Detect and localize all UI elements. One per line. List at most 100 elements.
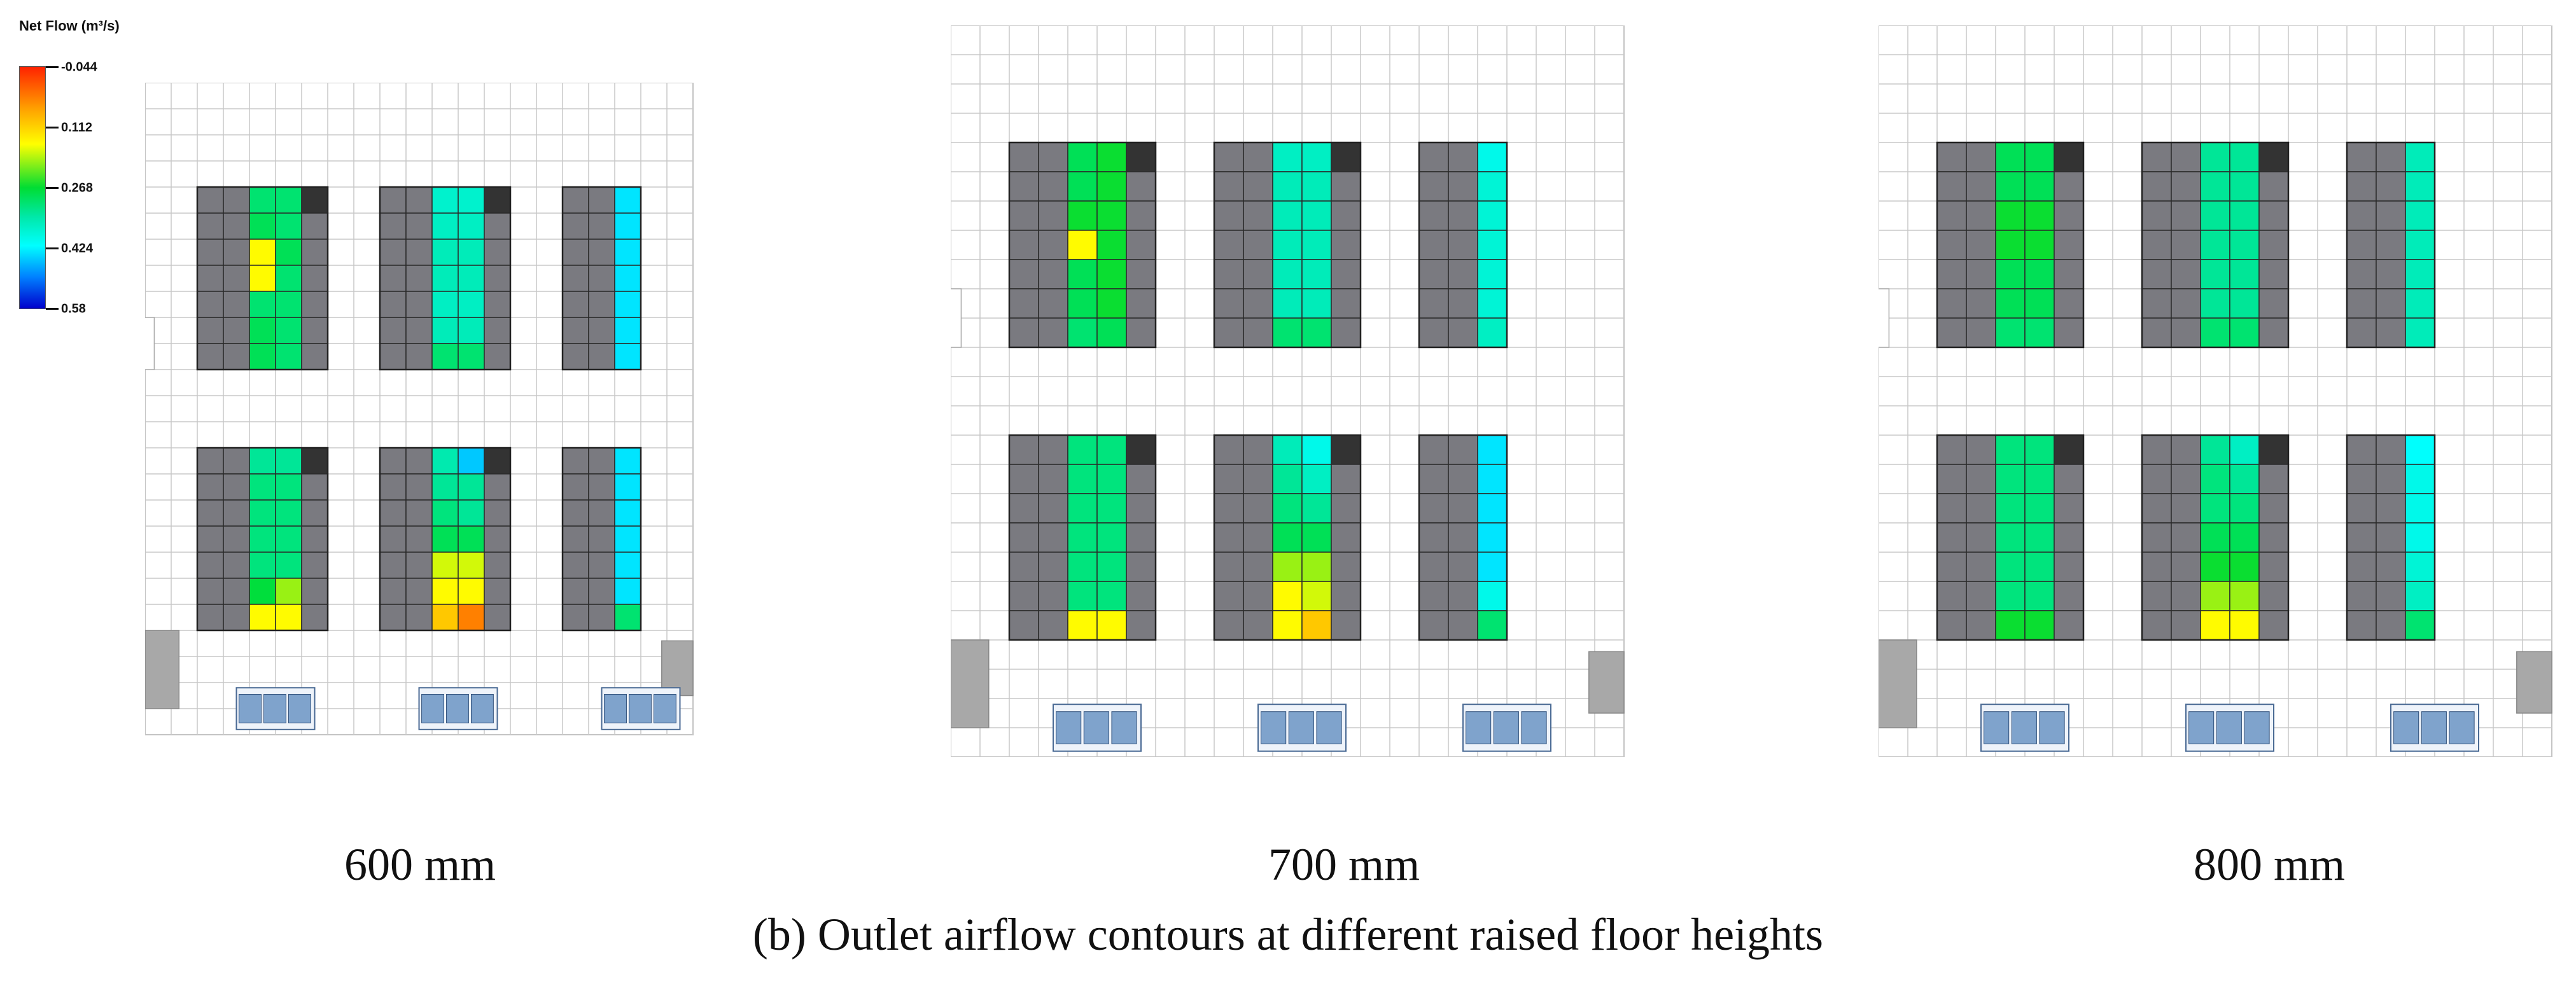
outlet-cell	[1067, 142, 1098, 172]
outlet-cell	[2200, 581, 2230, 611]
rack-cell	[2346, 230, 2377, 260]
outlet-cell	[2229, 259, 2260, 289]
rack-cell	[1126, 522, 1156, 553]
rack-cell	[301, 473, 328, 501]
wall-notch	[1879, 288, 1890, 348]
rack-outline	[1418, 141, 1508, 349]
rack-cell	[2346, 493, 2377, 524]
rack-cell	[405, 604, 433, 631]
rack-cell	[1126, 288, 1156, 319]
outlet-cell	[1096, 317, 1127, 348]
outlet-cell	[431, 604, 459, 631]
vent-slot	[1521, 711, 1547, 744]
outlet-cell	[1067, 610, 1098, 641]
rack-cell	[1936, 493, 1967, 524]
rack-cell	[1038, 171, 1068, 202]
outlet-cell	[275, 186, 302, 214]
rack-cell	[1418, 200, 1449, 231]
outlet-cell	[1995, 171, 2026, 202]
perforated-tile-1	[1980, 704, 2069, 752]
rack-cell	[405, 186, 433, 214]
rack-cell	[1214, 317, 1244, 348]
rack-cell	[2054, 434, 2084, 465]
rack-cell	[1418, 522, 1449, 553]
rack-cell	[562, 552, 589, 579]
outlet-cell	[1096, 171, 1127, 202]
rack-cell	[405, 239, 433, 266]
outlet-cell	[2405, 142, 2435, 172]
rack-cell	[1448, 317, 1478, 348]
rack-cell	[562, 212, 589, 240]
rack-cell	[2258, 230, 2289, 260]
rack-outline	[1008, 141, 1157, 349]
outlet-cell	[614, 291, 641, 318]
rack-outline	[561, 447, 642, 632]
rack-cell	[1936, 200, 1967, 231]
rack-cell	[223, 239, 250, 266]
perforated-tile-2	[418, 687, 498, 730]
rack-group-bot-left	[1936, 434, 2085, 641]
rack-cell	[223, 186, 250, 214]
rack-group-bot-right	[561, 447, 642, 632]
crac-unit-left	[145, 630, 180, 709]
outlet-cell	[1067, 522, 1098, 553]
rack-cell	[1448, 581, 1478, 611]
outlet-cell	[1096, 200, 1127, 231]
outlet-cell	[1477, 434, 1508, 465]
rack-cell	[301, 447, 328, 475]
outlet-cell	[1995, 464, 2026, 494]
outlet-cell	[1301, 142, 1332, 172]
outlet-cell	[1096, 581, 1127, 611]
outlet-cell	[458, 186, 485, 214]
rack-cell	[562, 499, 589, 527]
rack-cell	[1448, 259, 1478, 289]
legend-label-4: 0.58	[61, 302, 86, 316]
vent-slot	[2011, 711, 2037, 744]
legend-tick-1	[46, 127, 59, 128]
rack-cell	[1966, 464, 1996, 494]
vent-slot	[604, 693, 627, 724]
rack-cell	[1331, 581, 1361, 611]
rack-cell	[405, 343, 433, 370]
rack-cell	[1038, 552, 1068, 582]
outlet-cell	[2024, 581, 2055, 611]
rack-cell	[588, 291, 615, 318]
floor-plan-800mm	[1879, 25, 2561, 757]
rack-cell	[588, 212, 615, 240]
rack-cell	[1448, 434, 1478, 465]
rack-cell	[379, 578, 407, 605]
rack-cell	[1936, 317, 1967, 348]
rack-cell	[2376, 434, 2406, 465]
rack-cell	[1038, 522, 1068, 553]
outlet-cell	[614, 343, 641, 370]
rack-cell	[1126, 200, 1156, 231]
vent-slot	[471, 693, 494, 724]
outlet-cell	[1301, 493, 1332, 524]
rack-cell	[1126, 464, 1156, 494]
rack-cell	[588, 239, 615, 266]
outlet-cell	[275, 578, 302, 605]
rack-cell	[562, 525, 589, 553]
rack-cell	[1126, 493, 1156, 524]
rack-cell	[562, 473, 589, 501]
rack-cell	[1243, 171, 1273, 202]
legend-tick-4	[46, 308, 59, 310]
legend-tick-2	[46, 187, 59, 189]
outlet-cell	[1477, 142, 1508, 172]
rack-cell	[1009, 171, 1039, 202]
outlet-cell	[1477, 610, 1508, 641]
outlet-cell	[249, 578, 276, 605]
rack-cell	[405, 265, 433, 292]
outlet-cell	[275, 473, 302, 501]
rack-group-top-right	[561, 186, 642, 371]
outlet-cell	[458, 343, 485, 370]
outlet-cell	[2200, 142, 2230, 172]
outlet-cell	[458, 212, 485, 240]
rack-cell	[2258, 581, 2289, 611]
vent-slot	[1466, 711, 1492, 744]
outlet-cell	[458, 525, 485, 553]
rack-cell	[379, 265, 407, 292]
outlet-cell	[1067, 434, 1098, 465]
rack-cell	[197, 447, 224, 475]
outlet-cell	[1067, 552, 1098, 582]
